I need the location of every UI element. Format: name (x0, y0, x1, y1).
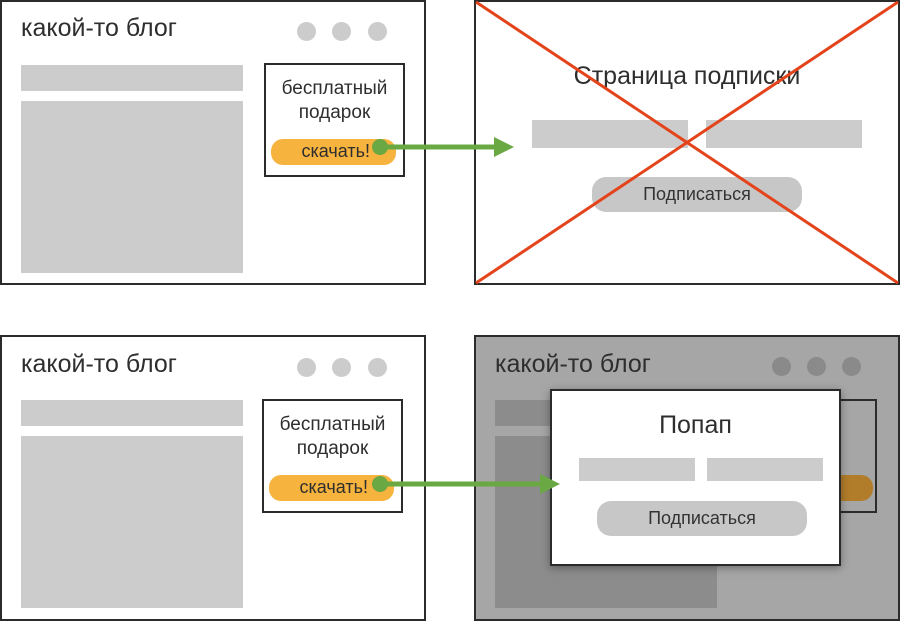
content-body-placeholder (21, 436, 243, 608)
arrow-head-icon (540, 474, 560, 494)
blog-title: какой-то блог (21, 350, 177, 378)
window-dot (297, 22, 316, 41)
blog-window-top: какой-то блог бесплатный подарок скачать… (0, 0, 426, 285)
free-gift-widget: бесплатный подарок скачать! (262, 399, 403, 513)
arrow-bottom (372, 474, 560, 494)
content-body-placeholder (21, 101, 243, 273)
gift-text-line2: подарок (298, 102, 371, 123)
arrow-top (372, 137, 514, 157)
window-dot (842, 357, 861, 376)
form-field-placeholder (706, 120, 862, 148)
window-dot (332, 22, 351, 41)
cross-out-icon (475, 0, 899, 285)
window-dot (772, 357, 791, 376)
gift-text-line1: бесплатный (279, 414, 386, 435)
form-field-placeholder (707, 458, 823, 481)
cross-line (475, 0, 899, 285)
arrow-head-icon (494, 137, 514, 157)
popup-title: Попап (659, 411, 732, 439)
arrow-origin-dot (372, 476, 388, 492)
gift-text-line2: подарок (296, 438, 369, 459)
window-dot (807, 357, 826, 376)
blog-title: какой-то блог (495, 350, 651, 378)
arrow-origin-dot (372, 139, 388, 155)
popup-dialog: Попап Подписаться (550, 389, 841, 566)
blog-title: какой-то блог (21, 14, 177, 42)
window-dot (332, 358, 351, 377)
free-gift-widget: бесплатный подарок скачать! (264, 63, 405, 177)
subscription-page-title: Страница подписки (573, 62, 801, 90)
gift-text-line1: бесплатный (281, 78, 388, 99)
subscribe-button[interactable]: Подписаться (597, 501, 807, 536)
content-header-placeholder (21, 65, 243, 91)
content-header-placeholder (21, 400, 243, 426)
blog-window-bottom: какой-то блог бесплатный подарок скачать… (0, 335, 426, 621)
window-dot (368, 22, 387, 41)
form-field-placeholder (579, 458, 695, 481)
window-dot (368, 358, 387, 377)
window-dot (297, 358, 316, 377)
